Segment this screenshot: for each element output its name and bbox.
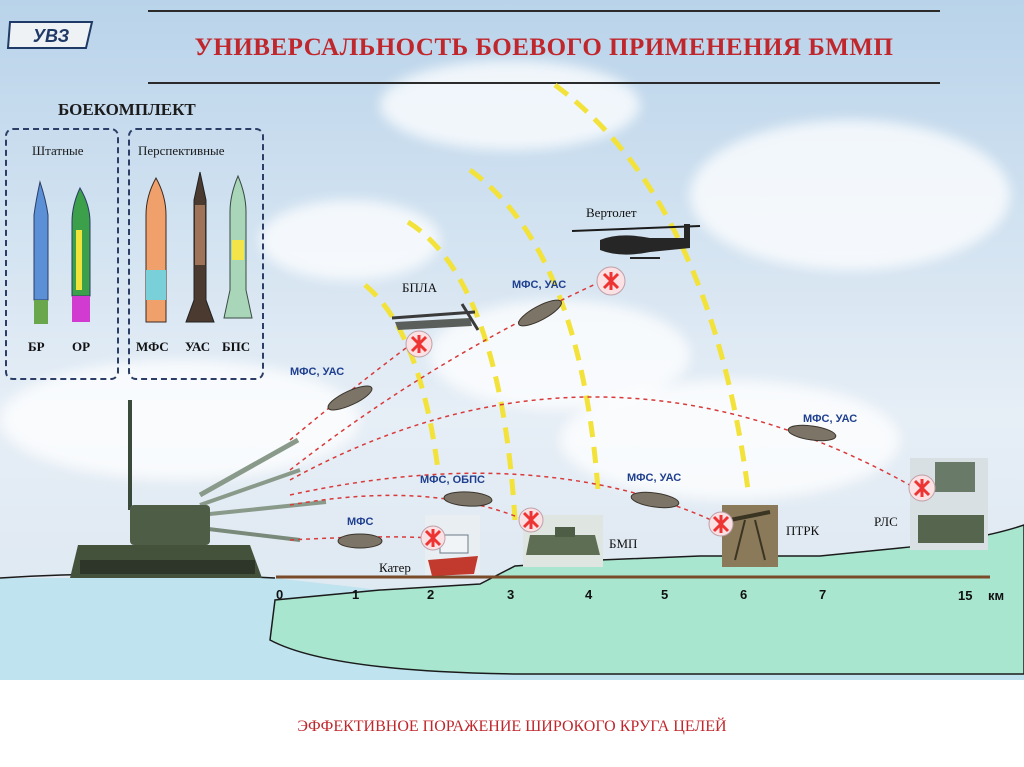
- shell-label-boat: МФС: [347, 516, 374, 528]
- cloud: [0, 360, 360, 480]
- ammo-mfs-shell: [145, 176, 167, 323]
- explosion-icon: [420, 525, 446, 551]
- explosion-icon: [908, 474, 936, 502]
- explosion-icon: [518, 507, 544, 533]
- km-tick: 6: [740, 587, 748, 602]
- cloud: [380, 60, 640, 150]
- range-arc-6km: [553, 82, 751, 491]
- ammo-title: БОЕКОМПЛЕКТ: [58, 100, 196, 119]
- ammo-bps-shell: [223, 174, 253, 319]
- cloud: [690, 120, 1010, 270]
- target-label-boat: Катер: [379, 560, 411, 575]
- ammo-label-br: БР: [28, 339, 45, 354]
- bmmp-vehicle: [70, 400, 327, 578]
- ammo-label-mfs: МФС: [136, 339, 169, 354]
- atgm-target: [722, 505, 778, 567]
- range-arc-3km: [406, 219, 518, 521]
- range-arc-2km: [363, 283, 441, 471]
- km-tick: 0: [276, 587, 284, 602]
- km-tick: 2: [427, 587, 435, 602]
- trajectory-uav: [289, 344, 411, 441]
- footer-caption: ЭФФЕКТИВНОЕ ПОРАЖЕНИЕ ШИРОКОГО КРУГА ЦЕЛ…: [297, 718, 727, 735]
- ifv-target: [523, 515, 603, 567]
- ammo-or-shell: [71, 186, 91, 322]
- footer-ground: [0, 680, 1024, 767]
- km-unit: км: [988, 588, 1005, 603]
- prospective-ammo-box: [128, 128, 264, 380]
- ammo-label-or: ОР: [72, 339, 91, 354]
- prospective-ammo-heading: Перспективные: [138, 143, 225, 158]
- logo: УВЗ: [6, 21, 94, 49]
- target-label-radar: РЛС: [874, 514, 898, 529]
- explosions: [405, 266, 936, 551]
- projectile-ifv: [443, 491, 493, 507]
- title-rule-top: [148, 10, 940, 12]
- km-tick: 7: [819, 587, 827, 602]
- km-tick: 1: [352, 587, 360, 602]
- ammo-label-uas: УАС: [185, 339, 211, 354]
- uav-target: [391, 303, 480, 331]
- projectiles: [327, 299, 837, 549]
- trajectories: [289, 281, 916, 541]
- shell-label-ifv: МФС, ОБПС: [420, 474, 485, 486]
- projectile-radar: [787, 424, 837, 442]
- helicopter-target: [571, 224, 701, 259]
- logo-text: УВЗ: [33, 26, 70, 46]
- shell-label-atgm: МФС, УАС: [627, 472, 682, 484]
- projectile-helicopter: [518, 299, 562, 327]
- shell-label-helicopter: МФС, УАС: [512, 279, 567, 291]
- km-tick: 5: [661, 587, 669, 602]
- standard-ammo-heading: Штатные: [32, 143, 84, 158]
- trajectory-radar: [289, 396, 916, 489]
- title-rule-bottom: [148, 82, 940, 84]
- radar-target: [910, 458, 988, 550]
- ammo-uas-shell: [185, 171, 215, 323]
- target-label-atgm: ПТРК: [786, 523, 820, 538]
- page-title: УНИВЕРСАЛЬНОСТЬ БОЕВОГО ПРИМЕНЕНИЯ БММП: [194, 34, 894, 61]
- target-label-ifv: БМП: [609, 536, 638, 551]
- km-tick: 3: [507, 587, 515, 602]
- target-label-helicopter: Вертолет: [586, 205, 637, 220]
- ammo-label-bps: БПС: [222, 339, 251, 354]
- km-tick: 15: [958, 588, 973, 603]
- shell-label-radar: МФС, УАС: [803, 413, 858, 425]
- explosion-icon: [596, 266, 626, 296]
- explosion-icon: [405, 330, 433, 358]
- target-label-uav: БПЛА: [402, 280, 438, 295]
- trajectory-ifv: [289, 494, 526, 521]
- explosion-icon: [708, 511, 734, 537]
- shell-label-uav: МФС, УАС: [290, 366, 345, 378]
- projectile-uav: [327, 385, 373, 411]
- projectile-atgm: [630, 491, 680, 509]
- projectile-boat: [337, 533, 383, 549]
- range-arc-4km: [468, 167, 601, 491]
- km-tick: 4: [585, 587, 593, 602]
- ammo-br-shell: [33, 180, 49, 324]
- standard-ammo-box: [5, 128, 119, 380]
- cloud: [260, 200, 440, 280]
